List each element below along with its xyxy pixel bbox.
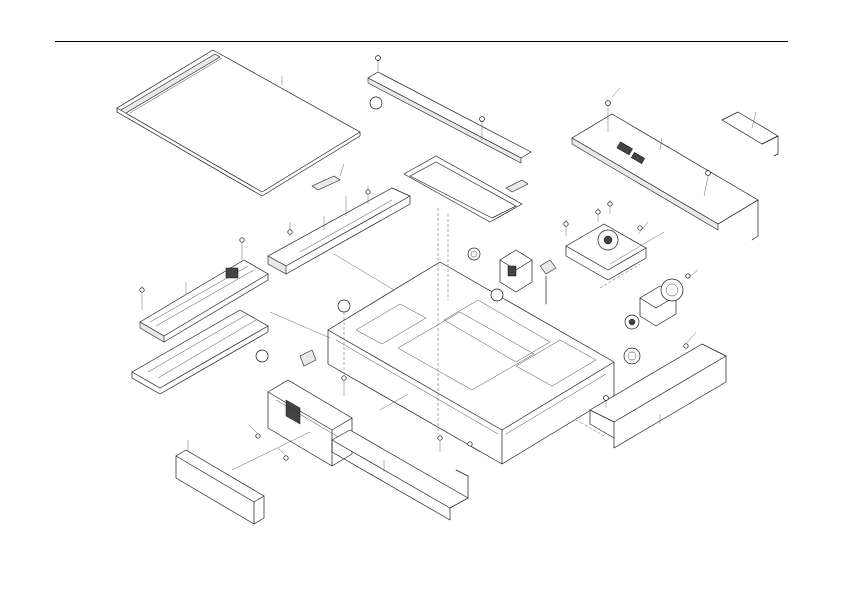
fasteners xyxy=(249,299,481,461)
screw-icon xyxy=(375,55,381,61)
main-frame xyxy=(327,261,615,465)
screw-icon xyxy=(637,225,643,231)
screw-icon xyxy=(595,209,601,215)
small-bracket-left xyxy=(311,163,345,191)
inner-frame xyxy=(403,155,529,223)
platen-glass xyxy=(116,49,361,197)
callout-circle xyxy=(255,349,269,363)
screw-icon xyxy=(341,375,347,381)
screw-icon xyxy=(705,170,711,176)
callout-circle xyxy=(369,96,383,110)
assembly-guides xyxy=(231,208,665,471)
drive-bracket xyxy=(499,249,533,293)
screw-icon xyxy=(683,343,689,349)
front-panel-housing xyxy=(267,379,353,467)
callout-circle xyxy=(490,288,504,302)
right-rear-bracket xyxy=(571,87,759,241)
motor-unit xyxy=(563,200,649,281)
screw-icon xyxy=(139,287,145,293)
carriage-rail-tray xyxy=(131,309,269,395)
screw-icon xyxy=(255,433,261,439)
screw-icon xyxy=(563,221,569,227)
callout-circle xyxy=(337,299,351,313)
screw-icon xyxy=(239,237,245,243)
screw-icon xyxy=(283,455,289,461)
screw-icon xyxy=(607,201,613,207)
front-end-cap xyxy=(175,440,265,525)
scan-carriage xyxy=(139,237,269,343)
gear-assembly xyxy=(623,269,699,365)
screw-icon xyxy=(365,189,371,195)
left-cover-rail xyxy=(267,186,411,275)
screw-icon xyxy=(467,441,473,447)
screw-icon xyxy=(603,395,609,401)
header-rule xyxy=(55,41,788,42)
rear-cover-strip xyxy=(367,55,532,164)
screw-icon xyxy=(685,273,691,279)
screw-icon xyxy=(437,435,443,441)
front-long-cover xyxy=(331,429,469,521)
small-gear-parts xyxy=(467,247,557,305)
right-side-cover xyxy=(589,343,727,449)
screw-icon xyxy=(479,116,485,122)
screw-icon xyxy=(605,100,611,106)
small-cover-plate xyxy=(721,111,779,157)
screw-icon xyxy=(287,229,293,235)
